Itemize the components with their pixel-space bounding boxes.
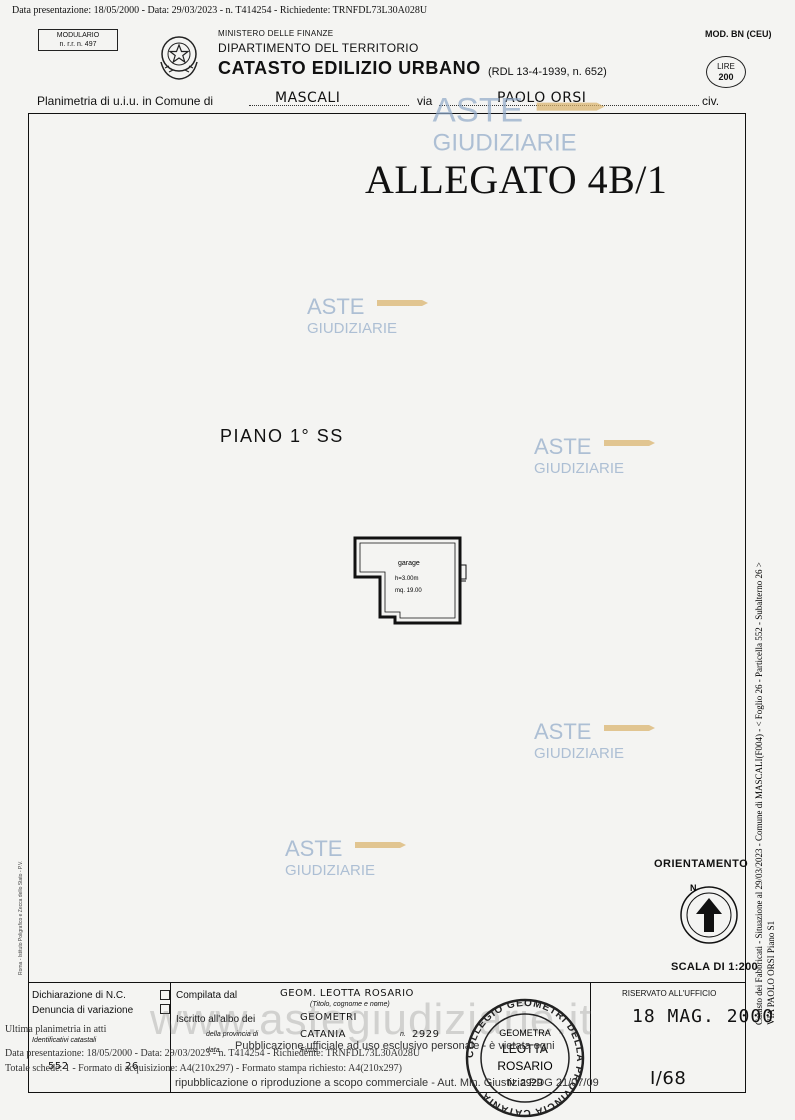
watermark-giudiziarie: GIUDIZIARIE xyxy=(534,745,624,762)
pubblicazione-line1: Pubblicazione ufficiale ad uso esclusivo… xyxy=(235,1040,555,1052)
room-name: garage xyxy=(398,560,420,567)
watermark-aste: ASTE xyxy=(534,434,591,459)
watermark-giudiziarie: GIUDIZIARIE xyxy=(433,130,577,157)
allegato-title: ALLEGATO 4B/1 xyxy=(365,157,668,202)
department-label: DIPARTIMENTO DEL TERRITORIO xyxy=(218,41,419,55)
presentation-line: Data presentazione: 18/05/2000 - Data: 2… xyxy=(12,5,428,16)
aste-watermark: ASTE GIUDIZIARIE xyxy=(433,91,605,157)
compilata-value: GEOM. LEOTTA ROSARIO xyxy=(280,988,414,999)
svg-text:COLLEGIO GEOMETRI DELLA PROVIN: COLLEGIO GEOMETRI DELLA PROVINCIA CATANI… xyxy=(465,998,585,1118)
aste-watermark: ASTE GIUDIZIARIE xyxy=(307,294,428,337)
watermark-giudiziarie: GIUDIZIARIE xyxy=(307,320,397,337)
stamp-line2: LEOTTA xyxy=(502,1042,548,1056)
provincia-value: CATANIA xyxy=(300,1029,346,1040)
overlay-data-line: Data presentazione: 18/05/2000 - Data: 2… xyxy=(5,1048,421,1059)
overlay-totale-line: Totale schede: 1 - Formato di acquisizio… xyxy=(5,1063,402,1074)
lire-stamp: LIRE 200 xyxy=(706,56,746,88)
footer-box xyxy=(28,983,746,1093)
titolo-hint: (Titolo, cognome e nome) xyxy=(310,1001,390,1008)
site-watermark: www.astegiudiziarie.it xyxy=(150,995,593,1044)
watermark-aste: ASTE xyxy=(433,91,524,129)
catasto-address: VIA PAOLO ORSI Piano S1 xyxy=(766,921,776,1025)
catasto-situation: Catasto dei Fabbricati - Situazione al 2… xyxy=(754,562,764,1025)
modulario-box: MODULARIO n. r.r. n. 497 xyxy=(38,29,118,51)
rdl-reference: (RDL 13-4-1939, n. 652) xyxy=(488,66,607,78)
lire-value: 200 xyxy=(718,72,734,82)
foglio-value: 26 xyxy=(125,1061,139,1072)
right-vertical-caption: Catasto dei Fabbricati - Situazione al 2… xyxy=(754,562,776,1025)
stamp-ring-text: COLLEGIO GEOMETRI DELLA PROVINCIA CATANI… xyxy=(465,998,584,1118)
dichiarazione-label: Dichiarazione di N.C. xyxy=(32,990,126,1001)
watermark-giudiziarie: GIUDIZIARIE xyxy=(285,862,375,879)
watermark-giudiziarie: GIUDIZIARIE xyxy=(534,460,624,477)
denuncia-label: Denuncia di variazione xyxy=(32,1005,134,1016)
republic-emblem-icon xyxy=(160,36,198,80)
catasto-title: CATASTO EDILIZIO URBANO xyxy=(218,58,481,78)
footer-divider xyxy=(590,983,591,1093)
dichiarazione-checkbox[interactable] xyxy=(160,990,170,1000)
drawing-sheet xyxy=(28,113,746,983)
aste-watermark: ASTE GIUDIZIARIE xyxy=(534,434,655,477)
floor-label: PIANO 1° SS xyxy=(220,426,344,446)
watermark-aste: ASTE xyxy=(307,294,364,319)
watermark-aste: ASTE xyxy=(285,836,342,861)
iscritto-label: Iscritto all'albo dei xyxy=(176,1014,256,1025)
comune-value: MASCALI xyxy=(275,90,341,106)
ultima-planimetria: Ultima planimetria in atti xyxy=(5,1024,107,1035)
particella-value: 552 xyxy=(48,1061,69,1072)
watermark-aste: ASTE xyxy=(534,719,591,744)
pubblicazione-line2: ripubblicazione o riproduzione a scopo c… xyxy=(175,1077,599,1089)
via-value: PAOLO ORSI xyxy=(497,90,587,106)
floor-plan: garage h=3.00m mq. 19.00 xyxy=(353,536,467,625)
firma-label: Firma xyxy=(300,1047,318,1054)
office-stamp-date: 18 MAG. 2000 xyxy=(632,1006,775,1027)
aste-watermark: ASTE GIUDIZIARIE xyxy=(534,719,655,762)
via-label: via xyxy=(417,94,433,108)
stamp-line3: ROSARIO xyxy=(497,1059,552,1073)
north-label: N xyxy=(690,884,697,893)
data-label: data xyxy=(206,1047,220,1054)
numero-label: n. xyxy=(400,1031,406,1038)
planimetria-label: Planimetria di u.i.u. in Comune di xyxy=(37,94,214,108)
denuncia-checkbox[interactable] xyxy=(160,1004,170,1014)
lire-label: LIRE xyxy=(717,62,735,71)
ministry-label: MINISTERO DELLE FINANZE xyxy=(218,29,334,38)
footer-divider xyxy=(170,983,171,1093)
printer-note: Roma - Istituto Poligrafico e Zecca dell… xyxy=(18,861,24,975)
geometra-stamp: COLLEGIO GEOMETRI DELLA PROVINCIA CATANI… xyxy=(465,998,585,1118)
compilata-label: Compilata dal xyxy=(176,990,238,1001)
modulario-title: MODULARIO xyxy=(56,32,100,39)
stamp-line4: N. 2929 xyxy=(507,1078,542,1089)
provincia-label: della provincia di xyxy=(206,1031,259,1038)
north-arrow-icon: N xyxy=(680,884,738,944)
aste-watermark: ASTE GIUDIZIARIE xyxy=(285,836,406,879)
riservato-label: RISERVATO ALL'UFFICIO xyxy=(622,989,717,998)
orientation-label: ORIENTAMENTO xyxy=(654,858,749,870)
scale-label: SCALA DI 1:200 xyxy=(671,961,758,973)
numero-value: 2929 xyxy=(412,1029,440,1040)
modulario-code: n. r.r. n. 497 xyxy=(59,41,97,48)
civ-label: civ. xyxy=(702,94,720,108)
identificativi-label: Identificativi catastali xyxy=(32,1037,97,1044)
iscritto-value: GEOMETRI xyxy=(300,1012,357,1023)
page-reference: I/68 xyxy=(650,1068,687,1089)
stamp-line1: GEOMETRA xyxy=(499,1028,551,1038)
room-area: mq. 19.00 xyxy=(395,588,422,594)
mod-bn-label: MOD. BN (CEU) xyxy=(705,29,772,39)
room-height: h=3.00m xyxy=(395,576,419,582)
title-row: Planimetria di u.i.u. in Comune di MASCA… xyxy=(37,90,727,110)
left-vertical-caption: Roma - Istituto Poligrafico e Zecca dell… xyxy=(18,861,24,975)
